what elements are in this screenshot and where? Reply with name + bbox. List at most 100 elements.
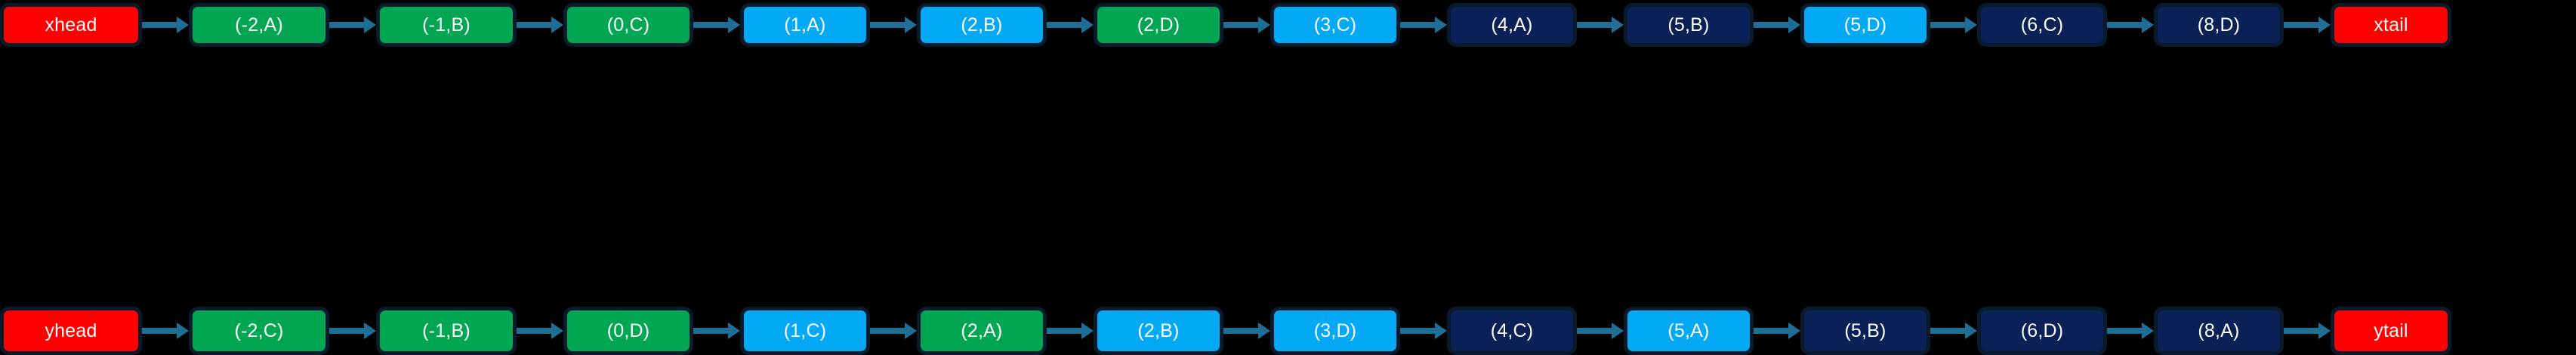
arrow-head-icon — [364, 17, 376, 33]
flow-arrow — [1930, 17, 1977, 33]
flow-node[interactable]: (0,C) — [563, 3, 693, 47]
arrow-shaft — [1223, 328, 1258, 334]
arrow-shaft — [2107, 22, 2142, 28]
flowchart-chain-y: yhead (-2,C) (-1,B) (0,D) (1,C) (2,A) (2,B) (3,… — [0, 307, 2451, 355]
flow-arrow — [2284, 323, 2331, 339]
arrow-shaft — [142, 328, 177, 334]
flow-arrow — [1577, 17, 1624, 33]
arrow-shaft — [693, 328, 728, 334]
flow-node[interactable]: (2,B) — [917, 3, 1047, 47]
arrow-shaft — [693, 22, 728, 28]
arrow-head-icon — [1965, 17, 1977, 33]
flow-arrow — [2107, 323, 2154, 339]
arrow-shaft — [1930, 328, 1965, 334]
flow-arrow — [870, 17, 917, 33]
flow-node[interactable]: xtail — [2331, 3, 2451, 47]
flow-arrow — [142, 17, 189, 33]
arrow-shaft — [142, 22, 177, 28]
arrow-head-icon — [905, 17, 917, 33]
arrow-shaft — [329, 22, 364, 28]
flow-arrow — [1400, 17, 1447, 33]
flow-node[interactable]: (-1,B) — [376, 3, 517, 47]
arrow-shaft — [517, 328, 551, 334]
arrow-head-icon — [728, 17, 740, 33]
flow-arrow — [1754, 323, 1800, 339]
flow-node[interactable]: (2,D) — [1094, 3, 1223, 47]
arrow-shaft — [870, 22, 905, 28]
flow-node[interactable]: (2,B) — [1094, 307, 1223, 355]
flow-node[interactable]: (5,B) — [1624, 3, 1754, 47]
flow-node[interactable]: (4,C) — [1447, 307, 1577, 355]
flow-node[interactable]: (5,A) — [1624, 307, 1754, 355]
arrow-head-icon — [1965, 323, 1977, 339]
flow-arrow — [1754, 17, 1800, 33]
arrow-head-icon — [1081, 323, 1094, 339]
flow-arrow — [870, 323, 917, 339]
arrow-shaft — [1223, 22, 1258, 28]
flowchart-chain-x: xhead (-2,A) (-1,B) (0,C) (1,A) (2,B) (2,D) (3,… — [0, 3, 2451, 47]
arrow-shaft — [1754, 22, 1788, 28]
arrow-shaft — [1930, 22, 1965, 28]
flow-node[interactable]: (-2,C) — [189, 307, 329, 355]
flow-arrow — [693, 323, 740, 339]
flow-arrow — [1223, 323, 1270, 339]
arrow-head-icon — [2142, 323, 2154, 339]
arrow-head-icon — [2142, 17, 2154, 33]
arrow-head-icon — [177, 323, 189, 339]
arrow-head-icon — [1258, 323, 1270, 339]
flow-node[interactable]: (3,C) — [1270, 3, 1400, 47]
flow-arrow — [1400, 323, 1447, 339]
flow-arrow — [693, 17, 740, 33]
arrow-shaft — [1400, 328, 1435, 334]
arrow-head-icon — [177, 17, 189, 33]
flow-arrow — [1930, 323, 1977, 339]
flow-node[interactable]: (-2,A) — [189, 3, 329, 47]
arrow-shaft — [2284, 22, 2318, 28]
arrow-head-icon — [1435, 17, 1447, 33]
flow-node[interactable]: yhead — [0, 307, 142, 355]
flow-arrow — [329, 323, 376, 339]
arrow-shaft — [2284, 328, 2318, 334]
flow-arrow — [329, 17, 376, 33]
flow-node[interactable]: (6,C) — [1977, 3, 2107, 47]
arrow-head-icon — [1788, 323, 1800, 339]
flow-node[interactable]: (5,B) — [1800, 307, 1930, 355]
flow-node[interactable]: (1,A) — [740, 3, 870, 47]
arrow-head-icon — [1612, 17, 1624, 33]
arrow-head-icon — [551, 17, 563, 33]
arrow-head-icon — [1612, 323, 1624, 339]
flow-node[interactable]: (5,D) — [1800, 3, 1930, 47]
arrow-head-icon — [1435, 323, 1447, 339]
flow-arrow — [1223, 17, 1270, 33]
arrow-shaft — [1400, 22, 1435, 28]
arrow-shaft — [517, 22, 551, 28]
flow-node[interactable]: (-1,B) — [376, 307, 517, 355]
arrow-head-icon — [2318, 17, 2331, 33]
flow-node[interactable]: (8,A) — [2154, 307, 2284, 355]
flow-arrow — [517, 17, 563, 33]
flow-node[interactable]: (6,D) — [1977, 307, 2107, 355]
flow-node[interactable]: ytail — [2331, 307, 2451, 355]
flow-node[interactable]: (0,D) — [563, 307, 693, 355]
arrow-shaft — [1577, 328, 1612, 334]
arrow-shaft — [329, 328, 364, 334]
arrow-head-icon — [551, 323, 563, 339]
arrow-shaft — [870, 328, 905, 334]
arrow-shaft — [1754, 328, 1788, 334]
flow-node[interactable]: (4,A) — [1447, 3, 1577, 47]
arrow-head-icon — [364, 323, 376, 339]
flow-arrow — [1047, 323, 1094, 339]
flow-arrow — [2107, 17, 2154, 33]
arrow-shaft — [2107, 328, 2142, 334]
flow-arrow — [142, 323, 189, 339]
flow-arrow — [1577, 323, 1624, 339]
arrow-shaft — [1047, 328, 1081, 334]
flow-node[interactable]: (8,D) — [2154, 3, 2284, 47]
arrow-head-icon — [1788, 17, 1800, 33]
flow-node[interactable]: xhead — [0, 3, 142, 47]
arrow-head-icon — [2318, 323, 2331, 339]
flow-node[interactable]: (2,A) — [917, 307, 1047, 355]
arrow-head-icon — [1081, 17, 1094, 33]
flow-node[interactable]: (1,C) — [740, 307, 870, 355]
flow-node[interactable]: (3,D) — [1270, 307, 1400, 355]
